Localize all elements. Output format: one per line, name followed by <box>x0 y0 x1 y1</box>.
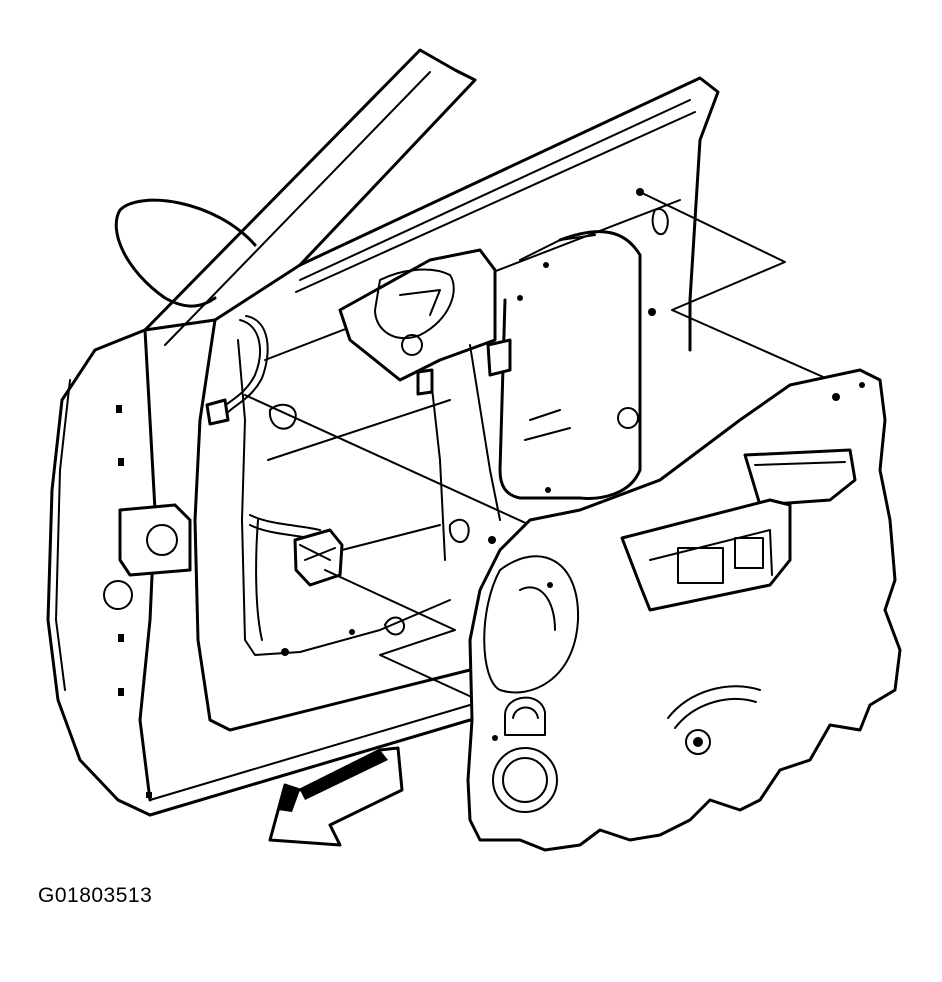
window-switch-connector <box>293 524 441 587</box>
door-inner-holes <box>268 188 669 656</box>
hinge-blocks <box>103 503 192 610</box>
window-regulator <box>416 230 642 561</box>
outside-mirror <box>114 198 257 308</box>
fastener-leader-lines <box>244 191 831 711</box>
hinge-face-holes <box>116 405 152 798</box>
door-latch-assembly <box>338 248 497 382</box>
figure-id-label: G01803513 <box>38 884 153 907</box>
forward-direction-arrow <box>268 746 404 847</box>
door-shell <box>46 48 720 817</box>
wiring-harness <box>205 315 321 641</box>
door-trim-panel <box>466 368 902 852</box>
